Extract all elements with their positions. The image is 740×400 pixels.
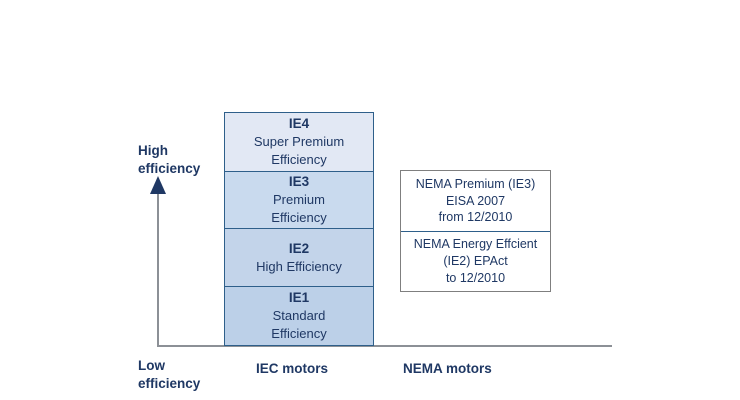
efficiency-band-ie2: IE2 High Efficiency [225,228,373,286]
band-description-ie4: Super Premium Efficiency [253,134,345,167]
y-axis-arrow-icon [150,176,166,194]
efficiency-band-ie1: IE1 Standard Efficiency [225,285,373,345]
band-description-ie3: Premium Efficiency [271,192,327,225]
efficiency-band-ie3: IE3 Premium Efficiency [225,170,373,228]
nema-premium-ie3-cell: NEMA Premium (IE3) EISA 2007 from 12/201… [415,176,536,225]
x-axis-category-nema-motors: NEMA motors [403,361,492,376]
efficiency-band-ie4: IE4 Super Premium Efficiency [225,113,373,171]
iec-efficiency-band-stack: IE4 Super Premium Efficiency IE3 Premium… [224,112,374,346]
nema-standards-box: NEMA Premium (IE3) EISA 2007 from 12/201… [400,170,551,292]
band-code-ie2: IE2 [288,240,310,256]
band-code-ie4: IE4 [288,116,310,132]
y-axis-line [157,192,159,347]
y-axis-high-efficiency-label: High efficiency [138,143,201,177]
band-code-ie1: IE1 [288,290,310,306]
band-description-ie2: High Efficiency [256,258,342,274]
band-code-ie3: IE3 [288,174,310,190]
nema-energy-efficient-ie2-cell: NEMA Energy Effcient (IE2) EPAct to 12/2… [401,231,550,291]
x-axis-line [157,345,612,347]
band-description-ie1: Standard Efficiency [271,308,327,341]
y-axis-low-efficiency-label: Low efficiency [138,358,201,392]
x-axis-category-iec-motors: IEC motors [256,361,329,376]
